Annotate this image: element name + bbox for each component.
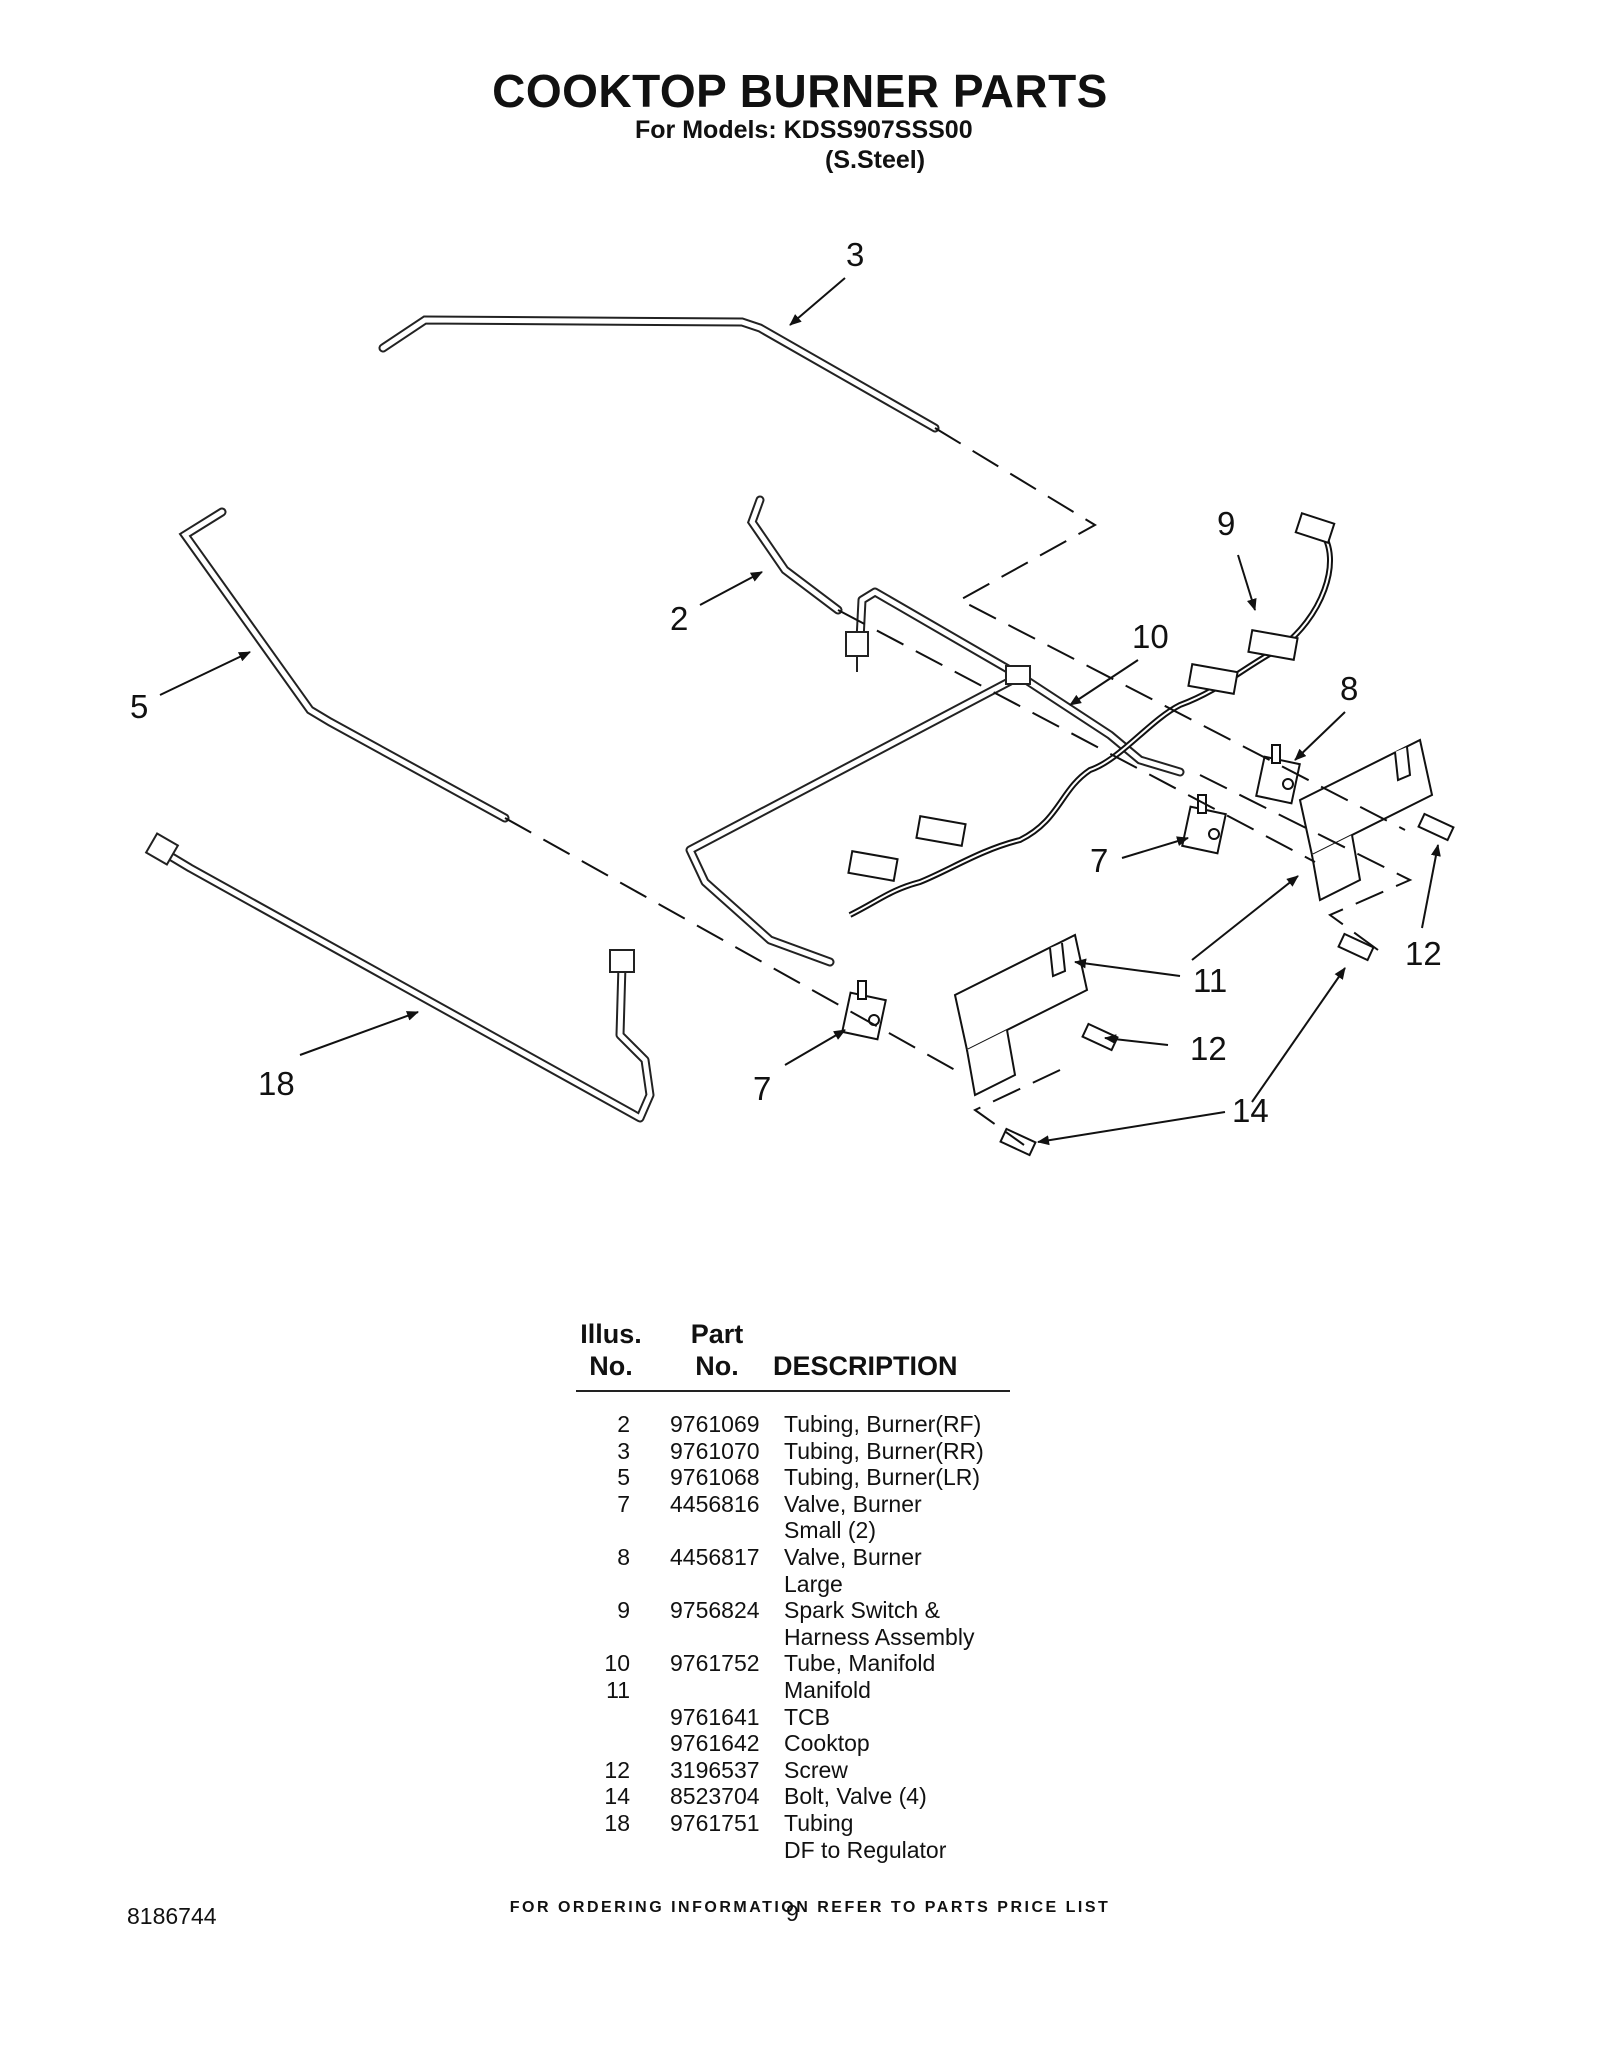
- page-title: COOKTOP BURNER PARTS: [492, 65, 1108, 117]
- description-cell: Bolt, Valve (4): [784, 1783, 927, 1810]
- valve-burner-small-right: [1181, 794, 1227, 855]
- callout-11: 11: [1193, 962, 1227, 999]
- illus-no-cell: 12: [604, 1756, 630, 1783]
- part-no-cell: 8523704: [670, 1783, 760, 1810]
- description-cell: Spark Switch &: [784, 1597, 940, 1624]
- description-cell: Tubing, Burner(LR): [784, 1464, 981, 1491]
- illus-no-cell: 14: [604, 1783, 630, 1810]
- callout-3: 3: [846, 236, 864, 273]
- description-cell: Valve, Burner: [784, 1543, 922, 1570]
- callout-12-right: 12: [1405, 935, 1442, 972]
- callout-12-left: 12: [1190, 1030, 1227, 1067]
- description-cell: TCB: [784, 1703, 830, 1730]
- part-no-cell: 4456817: [670, 1543, 760, 1570]
- model-finish: (S.Steel): [825, 146, 926, 174]
- table-header-rule: [576, 1390, 1010, 1392]
- tubing-burner-rf: [746, 495, 843, 615]
- exploded-parts-diagram: 3 9 2 10 5 8 7 11 12 12 7 18 14: [130, 236, 1455, 1157]
- part-no-cell: 9761069: [670, 1411, 760, 1437]
- description-cell: Manifold: [784, 1676, 871, 1703]
- callout-2: 2: [670, 600, 688, 637]
- illus-no-cell: 3: [617, 1437, 630, 1464]
- page-number: 9: [786, 1900, 799, 1926]
- illus-no-cell: 18: [604, 1809, 630, 1836]
- illus-no-cell: 5: [617, 1464, 630, 1491]
- header-illus-no: Illus. No.: [580, 1319, 642, 1381]
- ordering-info-note: FOR ORDERING INFORMATION REFER TO PARTS …: [509, 1899, 1111, 1916]
- tube-manifold: [685, 587, 1185, 967]
- description-cell: DF to Regulator: [784, 1836, 947, 1863]
- models-line: For Models: KDSS907SSS00: [635, 116, 973, 144]
- header-part-no: Part No.: [690, 1319, 744, 1381]
- description-cell: Cooktop: [784, 1730, 870, 1757]
- callout-7-left: 7: [753, 1070, 771, 1107]
- description-cell: Screw: [784, 1756, 848, 1783]
- valve-burner-large: [1255, 744, 1301, 805]
- alignment-lines: [504, 427, 1413, 1146]
- part-no-cell: 4456816: [670, 1490, 760, 1517]
- part-no-cell: 9761068: [670, 1464, 760, 1491]
- manifold-bracket-left: [953, 933, 1089, 1097]
- callout-8: 8: [1340, 670, 1358, 707]
- illus-no-cell: 10: [604, 1650, 630, 1677]
- description-cell: Tube, Manifold: [784, 1650, 936, 1677]
- illus-no-cell: 2: [617, 1411, 630, 1437]
- description-cell: Harness Assembly: [784, 1623, 975, 1650]
- part-no-cell: 3196537: [670, 1756, 760, 1783]
- manifold-bracket-right: [1298, 738, 1434, 902]
- callout-7-right: 7: [1090, 842, 1108, 879]
- callout-14: 14: [1232, 1092, 1269, 1129]
- callout-5: 5: [130, 688, 148, 725]
- callout-18: 18: [258, 1065, 295, 1102]
- description-cell: Tubing, Burner(RR): [784, 1437, 984, 1464]
- screw-left: [1081, 1022, 1119, 1052]
- illus-no-cell: 7: [617, 1490, 630, 1517]
- description-cell: Valve, Burner: [784, 1490, 922, 1517]
- illus-no-cell: 9: [617, 1597, 630, 1624]
- illus-no-cell: 11: [606, 1676, 630, 1703]
- screw-right: [1417, 812, 1455, 842]
- valve-burner-small-left: [841, 980, 887, 1041]
- part-no-cell: 9761070: [670, 1437, 760, 1464]
- description-cell: Tubing, Burner(RF): [784, 1411, 982, 1437]
- part-no-cell: 9761752: [670, 1650, 760, 1677]
- bolt-right: [1337, 932, 1375, 962]
- illus-no-cell: 8: [617, 1543, 630, 1570]
- document-number: 8186744: [127, 1903, 217, 1929]
- tubing-burner-rr: [378, 315, 940, 433]
- callout-leaders: [159, 277, 1441, 1146]
- tubing-df-to-regulator: [144, 832, 655, 1123]
- part-no-cell: 9761642: [670, 1730, 760, 1757]
- part-no-cell: 9761751: [670, 1809, 760, 1836]
- header-description: DESCRIPTION: [773, 1351, 958, 1381]
- part-no-cell: 9756824: [670, 1597, 760, 1624]
- part-no-cell: 9761641: [670, 1703, 760, 1730]
- callout-9: 9: [1217, 505, 1235, 542]
- tubing-burner-lr: [178, 507, 510, 823]
- description-cell: Small (2): [784, 1517, 877, 1544]
- spark-switch-harness: [847, 511, 1336, 918]
- callout-10: 10: [1132, 618, 1169, 655]
- description-cell: Tubing: [784, 1809, 854, 1836]
- description-cell: Large: [784, 1570, 843, 1597]
